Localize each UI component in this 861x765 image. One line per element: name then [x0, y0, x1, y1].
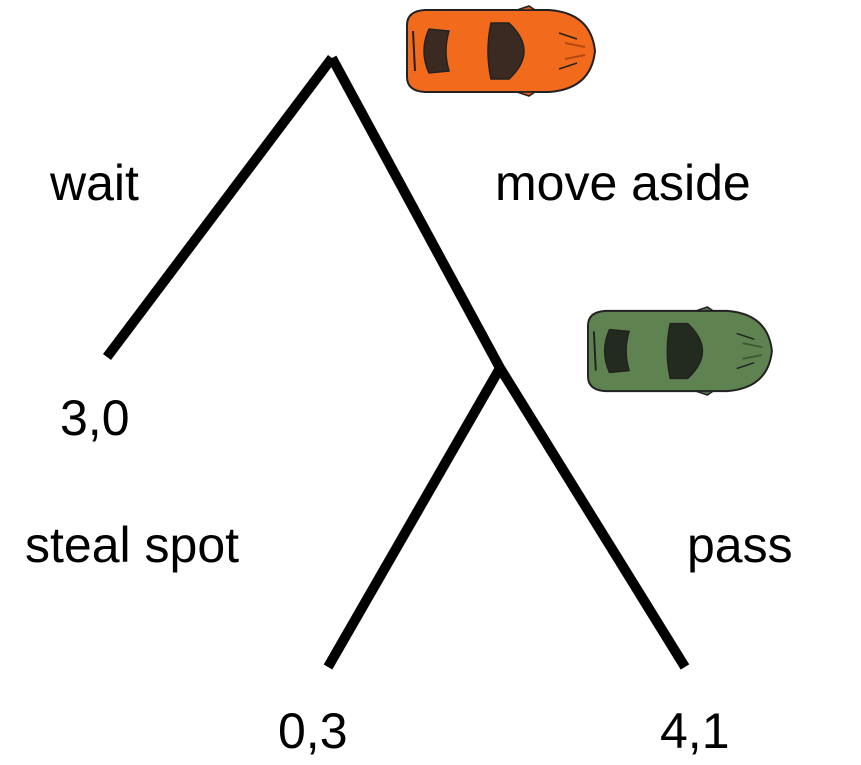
action-label-steal-spot: steal spot — [25, 517, 240, 573]
edge-node-to-pass — [495, 365, 690, 670]
action-label-pass: pass — [687, 517, 793, 573]
action-label-move-aside: move aside — [495, 155, 751, 211]
payoff-wait: 3,0 — [60, 390, 130, 446]
edge-root-to-move-aside — [327, 55, 505, 371]
green-car-icon — [587, 306, 773, 396]
edge-root-to-wait — [103, 54, 336, 361]
payoff-steal-spot: 0,3 — [278, 703, 348, 759]
action-label-wait: wait — [50, 155, 139, 211]
payoff-pass: 4,1 — [660, 703, 730, 759]
edge-node-to-steal-spot — [323, 365, 505, 670]
orange-car-icon — [406, 5, 597, 97]
